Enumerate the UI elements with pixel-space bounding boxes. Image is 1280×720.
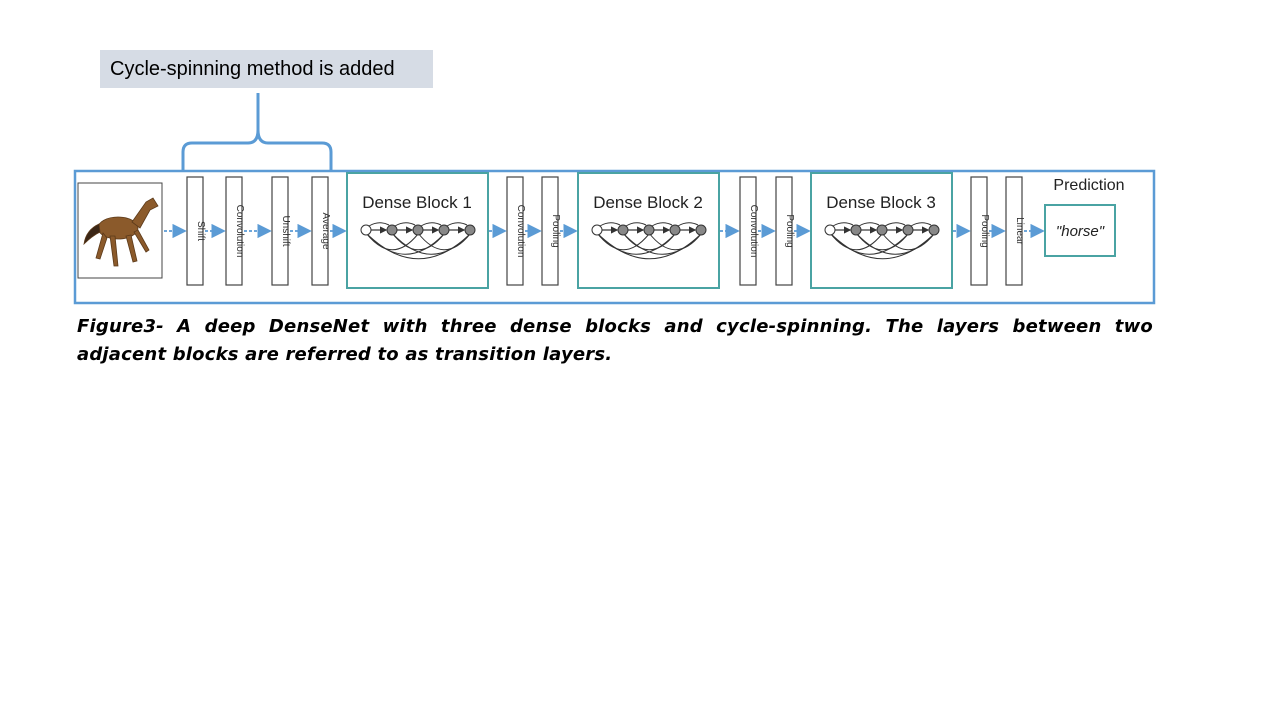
final-linear: Linear [1005,176,1025,286]
dense-connection [391,232,471,255]
dense-connection [417,232,471,251]
dense-node [876,224,888,236]
figure-caption: Figure3- A deep DenseNet with three dens… [77,316,1153,365]
dense-node [902,224,914,236]
dense-connection [394,222,416,227]
prediction-box [1044,204,1116,257]
dense-node [669,224,681,236]
final-pooling: Pooling [970,176,990,286]
transition1-pooling: Pooling [541,176,561,286]
dense-connection [625,222,647,227]
final-linear-label: Linear [1014,217,1025,245]
dense-connection [884,222,906,227]
prediction-label: "horse" [1056,223,1105,240]
dense-node [464,224,476,236]
dense-node [824,224,836,236]
dense-node [412,224,424,236]
transition1-pooling-label: Pooling [550,214,561,247]
dense-connection [420,222,442,227]
dense-node [617,224,629,236]
horse-image [77,182,163,279]
dense-node [928,224,940,236]
dense-node [360,224,372,236]
dense-connection [910,222,932,227]
dense-connection [368,222,390,227]
dense-node [386,224,398,236]
dense-connection [858,222,880,227]
dense-connection [599,222,621,227]
layer-average: Average [311,176,331,286]
dense-connection [648,232,702,251]
layer-unshift-label: Unshift [280,215,291,246]
dense-node [643,224,655,236]
transition1-convolution: Convolution [506,176,526,286]
transition2-convolution-label: Convolution [748,205,759,258]
dense-node [591,224,603,236]
dense-block-3-title: Dense Block 3 [826,193,936,212]
transition2-convolution: Convolution [739,176,759,286]
dense-connection [855,232,935,255]
diagram-frame [73,169,1156,305]
transition2-pooling-label: Pooling [784,214,795,247]
dense-connection [881,232,935,251]
dense-node [438,224,450,236]
dense-block-2-title: Dense Block 2 [593,193,703,212]
dense-node [695,224,707,236]
dense-block-2: Dense Block 2 [577,172,720,289]
layer-shift-label: Shift [195,221,206,241]
dense-node [850,224,862,236]
dense-block-3: Dense Block 3 [810,172,953,289]
dense-block-1: Dense Block 1 [346,172,489,289]
cycle-spinning-brace [181,93,333,170]
dense-connection [622,232,702,255]
dense-block-1-title: Dense Block 1 [362,193,472,212]
transition2-pooling: Pooling [775,176,795,286]
cycle-spinning-callout: Cycle-spinning method is added [100,50,433,88]
transition1-convolution-label: Convolution [515,205,526,258]
layer-average-label: Average [320,212,331,250]
layer-convolution-label: Convolution [234,205,245,258]
layer-shift: Shift [186,176,206,286]
final-pooling-label: Pooling [979,214,990,247]
layer-convolution: Convolution [225,176,245,286]
dense-connection [832,222,854,227]
dense-connection [446,222,468,227]
layer-unshift: Unshift [271,176,291,286]
prediction-title: Prediction [1053,177,1124,194]
dense-connection [677,222,699,227]
dense-connection [651,222,673,227]
